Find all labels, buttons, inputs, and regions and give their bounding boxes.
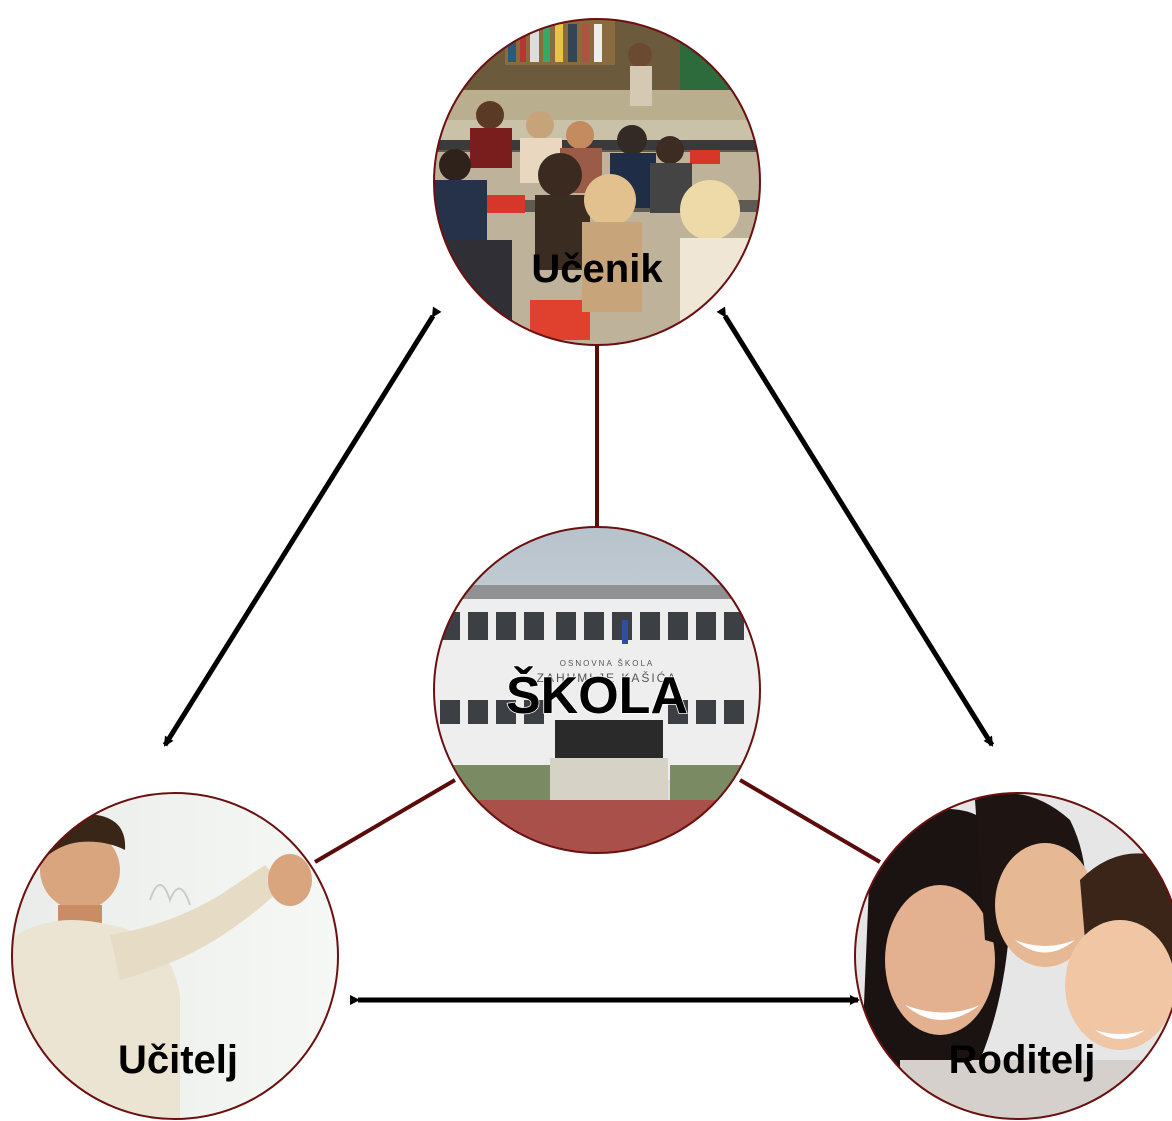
parent-label: Roditelj	[949, 1038, 1096, 1082]
relation-arrows	[162, 306, 995, 1005]
student-circle-border	[433, 18, 761, 346]
arrow-top-right	[716, 306, 995, 747]
school-photo: OSNOVNA ŠKOLA ZAHUMLJE KAŠIĆA	[434, 527, 760, 853]
node-parent: Roditelj	[854, 792, 1172, 1120]
school-sign-line2: ZAHUMLJE KAŠIĆA	[537, 670, 678, 685]
node-teacher: Učitelj	[11, 792, 339, 1120]
school-sign-line1: OSNOVNA ŠKOLA	[560, 659, 654, 668]
teacher-label: Učitelj	[118, 1038, 238, 1082]
connector-center-right	[738, 778, 882, 864]
node-school: OSNOVNA ŠKOLA ZAHUMLJE KAŠIĆA ŠKOLA	[433, 526, 761, 854]
school-label: ŠKOLA	[506, 666, 688, 725]
connector-center-left	[313, 778, 457, 864]
parent-circle-border	[854, 792, 1172, 1120]
school-circle-border	[433, 526, 761, 854]
classroom-photo	[434, 19, 760, 345]
center-connectors	[313, 345, 882, 864]
teacher-photo	[12, 793, 338, 1119]
student-label: Učenik	[531, 247, 663, 291]
teacher-circle-border	[11, 792, 339, 1120]
node-student: Učenik	[433, 18, 761, 346]
arrow-top-left	[162, 306, 442, 747]
